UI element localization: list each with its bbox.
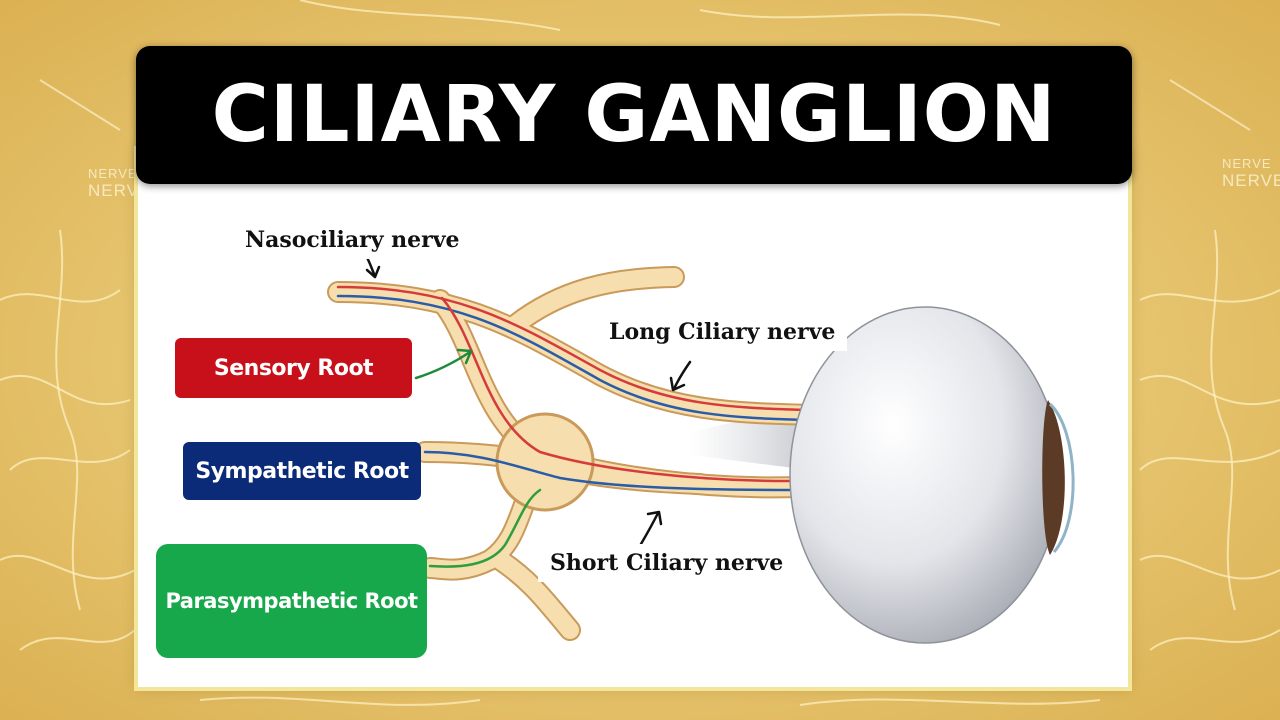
long-ciliary-arrow xyxy=(669,360,692,392)
sensory-root-arrow xyxy=(414,348,473,380)
sympathetic-root-box: Sympathetic Root xyxy=(183,442,421,500)
label-arrows xyxy=(363,252,692,546)
long-ciliary-nerve-label: Long Ciliary nerve xyxy=(597,313,848,351)
nerve-fibers xyxy=(336,285,812,568)
sensory-fiber-long xyxy=(336,285,812,412)
sensory-root-box: Sensory Root xyxy=(175,338,412,398)
title-banner: CILIARY GANGLION xyxy=(136,46,1132,184)
short-ciliary-nerve-label: Short Ciliary nerve xyxy=(538,544,796,582)
eyeball xyxy=(789,306,1075,644)
parasympathetic-root-fiber xyxy=(428,488,542,568)
sensory-root-fiber xyxy=(440,296,802,483)
parasympathetic-root-box: Parasympathetic Root xyxy=(156,544,427,658)
sympathetic-fiber-long xyxy=(336,294,812,422)
nasociliary-nerve-label: Nasociliary nerve xyxy=(233,221,472,259)
background-nerve-text-left: NERVE NERVE xyxy=(88,166,152,200)
short-ciliary-arrow xyxy=(639,510,663,546)
background-nerve-text-right: NERVE NERVE xyxy=(1222,156,1280,190)
page-title: CILIARY GANGLION xyxy=(211,70,1057,160)
sympathetic-root-fiber xyxy=(423,450,802,492)
